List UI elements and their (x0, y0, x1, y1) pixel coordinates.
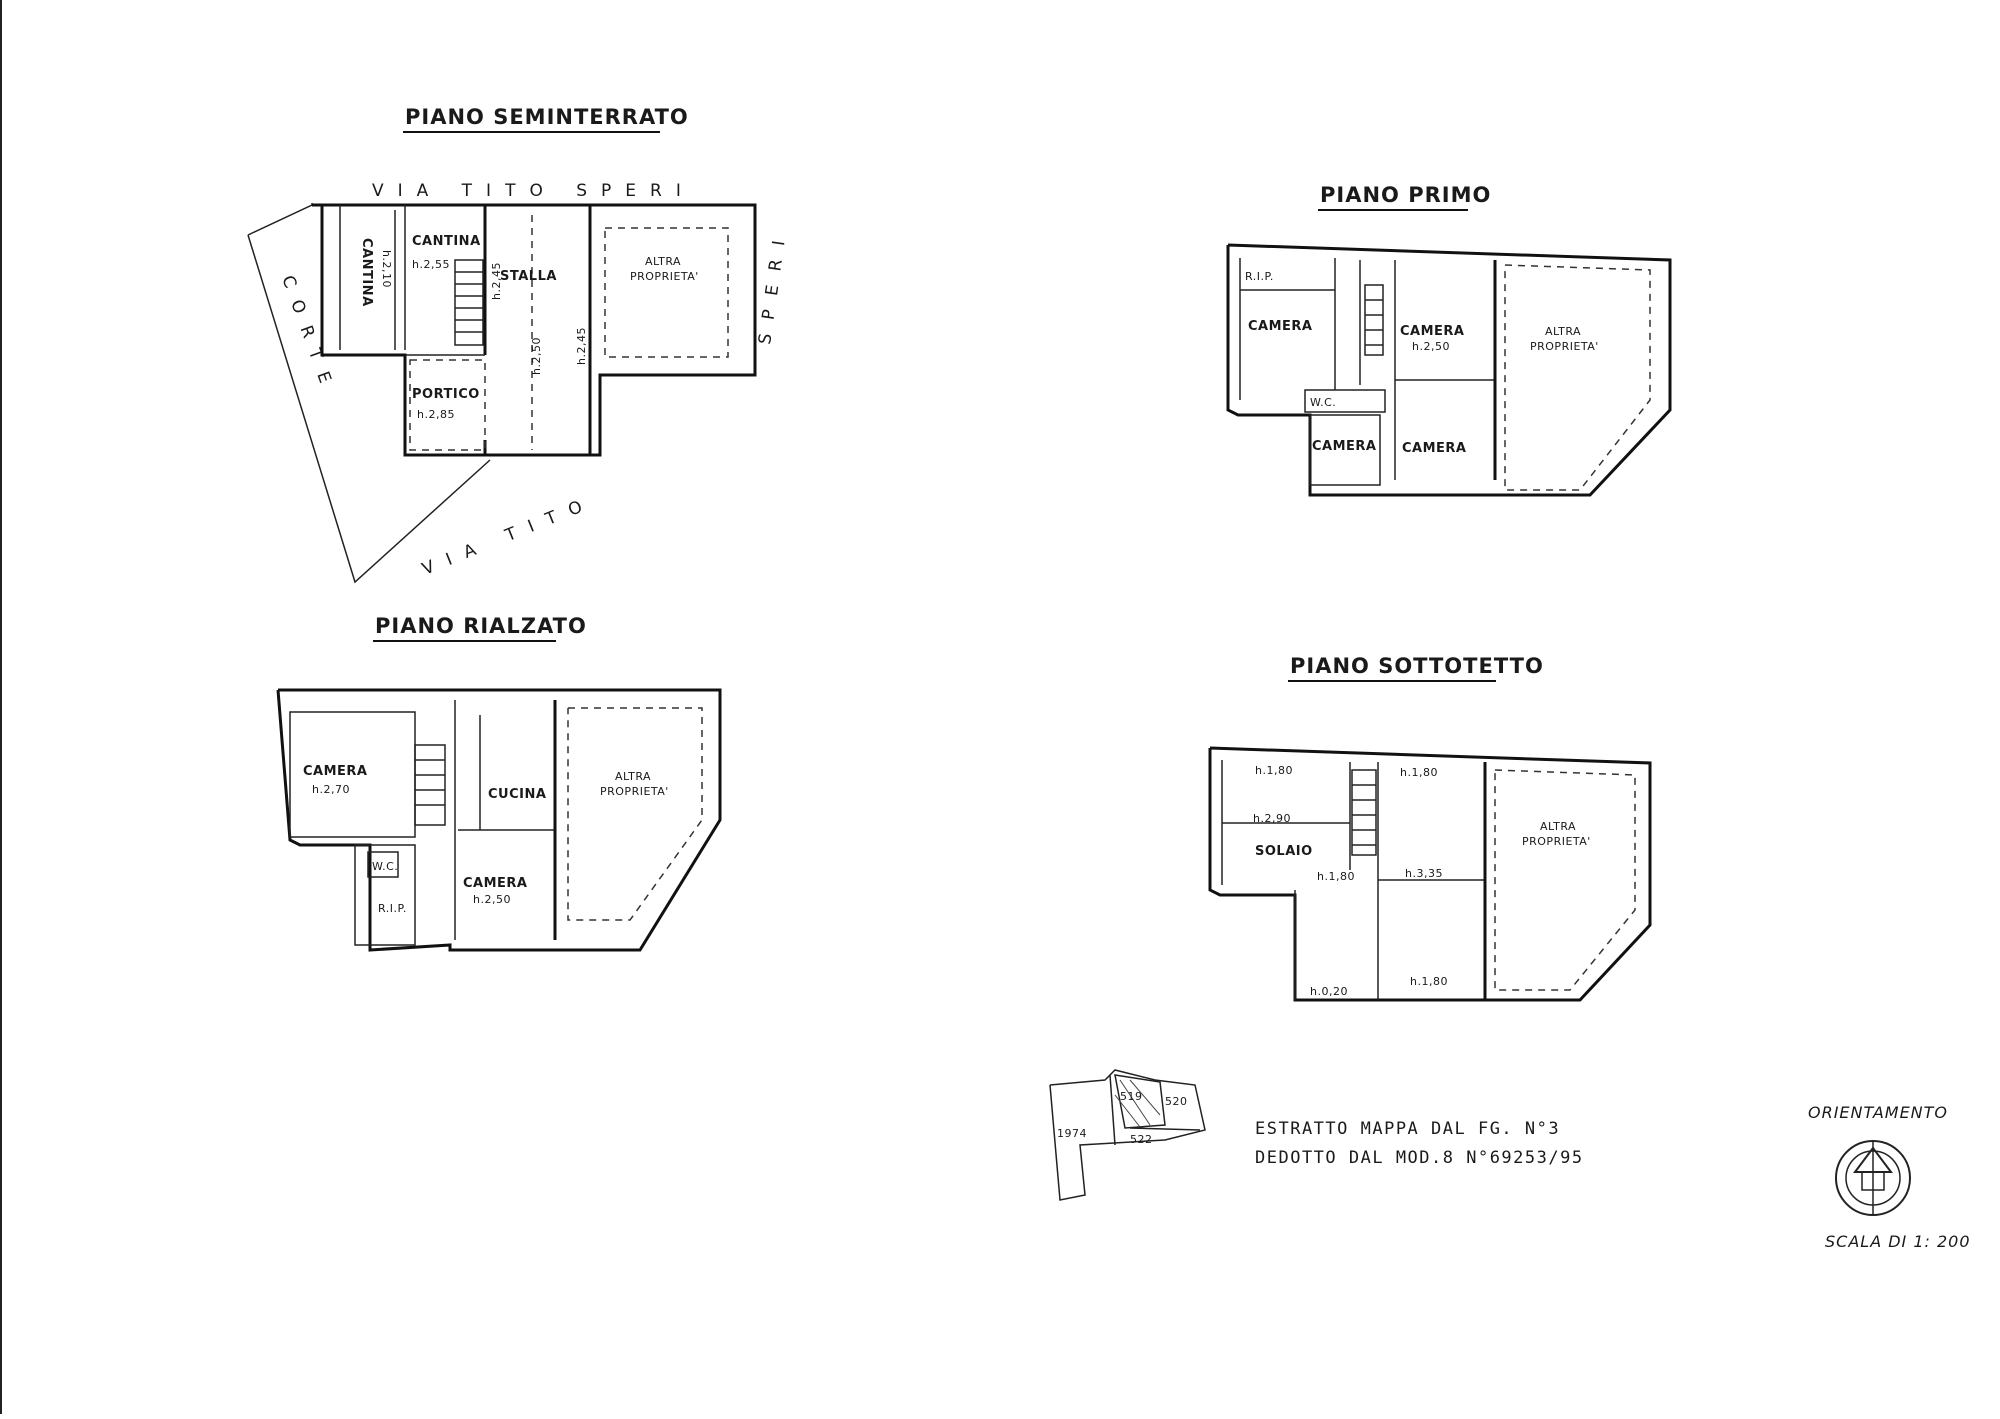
room-solaio: SOLAIO (1255, 844, 1313, 859)
parcel-522: 522 (1130, 1133, 1153, 1146)
room-camera-4: CAMERA (1402, 441, 1467, 456)
height-stalla-1: h.2,45 (490, 262, 503, 300)
proprieta-label: PROPRIETA' (1530, 340, 1599, 353)
height-cantina-1: h.2,10 (380, 250, 393, 288)
room-camera-2: CAMERA (463, 876, 528, 891)
height-stalla-3: h.2,45 (575, 327, 588, 365)
plan-title: PIANO SEMINTERRATO (405, 105, 689, 129)
plan-primo: PIANO PRIMO R.I.P. CAMERA CAMERA h.2,50 … (1226, 183, 1672, 497)
height-2: h.1,80 (1400, 766, 1438, 779)
height-portico: h.2,85 (417, 408, 455, 421)
room-cantina-1: CANTINA (359, 238, 374, 307)
room-camera-1: CAMERA (303, 764, 368, 779)
room-cantina-2: CANTINA (412, 234, 481, 249)
height-1: h.1,80 (1255, 764, 1293, 777)
plan-title: PIANO PRIMO (1320, 183, 1491, 207)
orientation-block: ORIENTAMENTO SCALA DI 1: 200 (1808, 1103, 1971, 1251)
map-note-line-1: ESTRATTO MAPPA DAL FG. N°3 (1255, 1119, 1560, 1139)
altra-label: ALTRA (645, 255, 681, 268)
room-rip: R.I.P. (378, 902, 407, 915)
map-note-line-2: DEDOTTO DAL MOD.8 N°69253/95 (1255, 1148, 1584, 1168)
proprieta-label: PROPRIETA' (1522, 835, 1591, 848)
proprieta-label: PROPRIETA' (630, 270, 699, 283)
plan-title: PIANO RIALZATO (375, 614, 587, 638)
street-label-top: VIA TITO SPERI (372, 181, 695, 201)
room-wc: W.C. (1310, 396, 1336, 409)
room-cucina: CUCINA (488, 787, 546, 802)
height-camera-2: h.2,50 (1412, 340, 1450, 353)
altra-label: ALTRA (1545, 325, 1581, 338)
north-arrow-icon (1835, 1140, 1911, 1216)
parcel-520: 520 (1165, 1095, 1188, 1108)
plan-title: PIANO SOTTOTETTO (1290, 654, 1544, 678)
room-camera-2: CAMERA (1400, 324, 1465, 339)
plan-rialzato: PIANO RIALZATO CAMERA h.2,70 CUCINA W.C.… (276, 614, 722, 952)
room-portico: PORTICO (412, 387, 480, 402)
room-stalla: STALLA (500, 269, 557, 284)
room-camera-1: CAMERA (1248, 319, 1313, 334)
height-stalla-2: h.2,50 (530, 337, 543, 375)
room-wc: W.C. (372, 860, 398, 873)
orientation-label: ORIENTAMENTO (1808, 1103, 1948, 1122)
scale-label: SCALA DI 1: 200 (1825, 1232, 1971, 1251)
height-4: h.1,80 (1410, 975, 1448, 988)
parcel-519: 519 (1120, 1090, 1143, 1103)
height-335: h.3,35 (1405, 867, 1443, 880)
height-cantina-2: h.2,55 (412, 258, 450, 271)
altra-label: ALTRA (1540, 820, 1576, 833)
proprieta-label: PROPRIETA' (600, 785, 669, 798)
height-290: h.2,90 (1253, 812, 1291, 825)
height-3: h.1,80 (1317, 870, 1355, 883)
height-camera-1: h.2,70 (312, 783, 350, 796)
altra-label: ALTRA (615, 770, 651, 783)
corte-label: CORTE (277, 273, 339, 399)
parcel-1974: 1974 (1057, 1127, 1087, 1140)
room-rip: R.I.P. (1245, 270, 1274, 283)
height-camera-2: h.2,50 (473, 893, 511, 906)
street-label-bottom: VIA TITO (419, 492, 598, 580)
plan-seminterrato: PIANO SEMINTERRATO VIA TITO SPERI SPERI … (247, 105, 791, 584)
plan-sottotetto: PIANO SOTTOTETTO h.1,80 h.1,80 h.2,90 SO… (1208, 654, 1652, 1002)
map-extract: 519 520 1974 522 ESTRATTO MAPPA DAL FG. … (1049, 1069, 1584, 1201)
room-camera-3: CAMERA (1312, 439, 1377, 454)
street-label-right: SPERI (755, 225, 791, 345)
height-020: h.0,20 (1310, 985, 1348, 998)
